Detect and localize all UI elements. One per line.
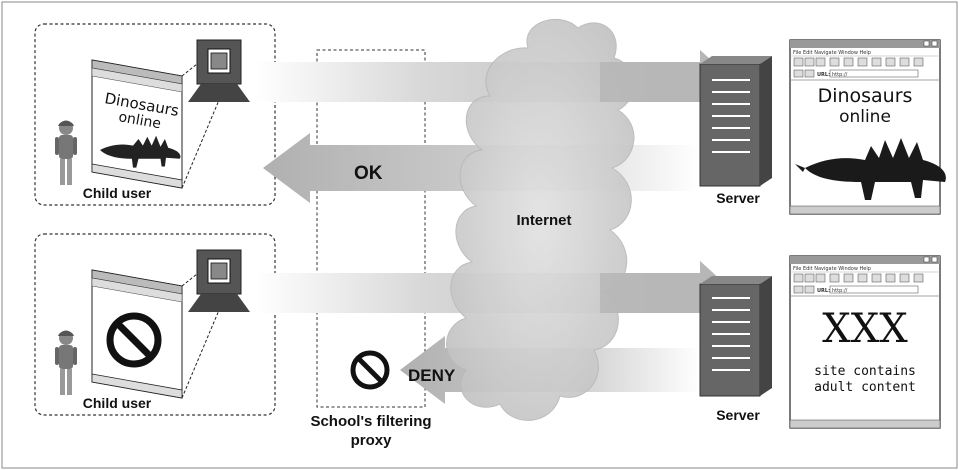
menu-bar: File Edit Navigate Window Help <box>793 266 871 272</box>
menu-bar: File Edit Navigate Window Help <box>793 50 871 56</box>
client-label-bottom: Child user <box>83 395 152 411</box>
url-label: URL: <box>817 288 830 294</box>
prohibited-icon <box>106 312 162 368</box>
page-heading: Dinosaurs <box>818 85 913 107</box>
url-label: URL: <box>817 72 830 78</box>
server-label-bottom: Server <box>716 407 760 423</box>
url-value: http:// <box>832 288 848 294</box>
page-heading: XXX <box>822 306 908 352</box>
proxy-label-line2: proxy <box>351 432 393 449</box>
stegosaurus-icon <box>100 135 181 168</box>
url-field <box>829 69 919 78</box>
toolbar <box>793 57 924 67</box>
client-box-bottom <box>34 233 276 416</box>
client-screen-text-2: online <box>117 109 162 132</box>
proxy-box <box>316 49 426 408</box>
client-top: Dinosaurs online Child user <box>55 39 250 201</box>
client-box-top <box>34 23 276 206</box>
internet-label: Internet <box>516 212 571 229</box>
deny-label: DENY <box>408 366 456 385</box>
proxy-label-line1: School's filtering <box>310 413 431 430</box>
prohibited-icon <box>350 350 390 390</box>
url-value: http:// <box>832 72 848 78</box>
client-browser-bottom <box>91 269 183 399</box>
client-browser-top: Dinosaurs online <box>91 59 183 189</box>
page-line-1: site contains <box>814 364 916 379</box>
ok-label: OK <box>354 163 383 184</box>
browser-window-top: File Edit Navigate Window Help URL: http… <box>789 39 946 215</box>
client-label-top: Child user <box>83 185 152 201</box>
url-field <box>829 285 919 294</box>
stegosaurus-icon <box>795 138 946 200</box>
person-icon <box>55 330 77 395</box>
person-icon <box>55 120 77 185</box>
server-label-top: Server <box>716 190 760 206</box>
page-subheading: online <box>839 107 891 127</box>
monitor-icon <box>188 249 250 312</box>
monitor-icon <box>188 39 250 102</box>
toolbar <box>793 273 924 283</box>
browser-window-bottom: File Edit Navigate Window Help URL: http… <box>789 255 941 429</box>
client-bottom: Child user <box>55 249 250 411</box>
page-line-2: adult content <box>814 380 916 395</box>
server-icon <box>699 56 772 187</box>
server-icon <box>699 276 772 397</box>
